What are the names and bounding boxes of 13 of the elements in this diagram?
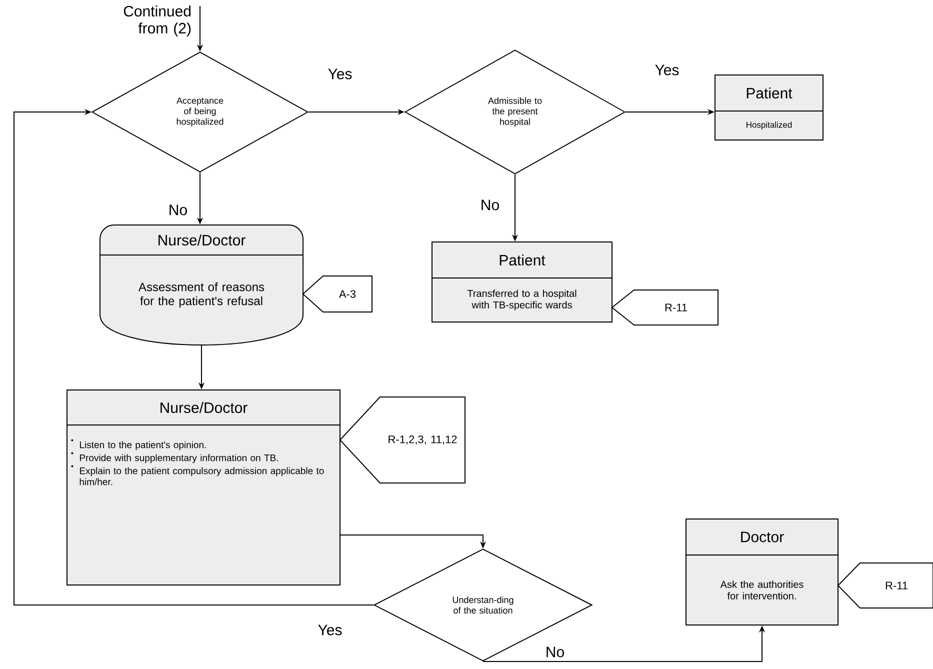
process-box: Doctor Ask the authorities for intervention. (686, 518, 838, 626)
edge-label: Yes (655, 64, 679, 76)
process-box: Patient Hospitalized (714, 74, 824, 140)
edge-label: Yes (318, 624, 342, 636)
process-box: Nurse/Doctor Listen to the patient's opinion. Provide with supplementary information on TB. Explain to the patient compulsory admission applicable to him/her. (66, 390, 340, 586)
edge-label: No (546, 646, 564, 658)
arrow (14, 108, 374, 606)
edge-label: No (170, 204, 187, 216)
edge-label: No (482, 200, 499, 210)
continuation-text: Continued from (2) (124, 6, 191, 36)
process-box: Patient Transferred to a hospital with TB-specific wards (432, 242, 612, 322)
process-box: Nurse/Doctor Assessment of reasons for the patient's refusal (100, 224, 304, 346)
edge-label: Yes (328, 68, 352, 80)
